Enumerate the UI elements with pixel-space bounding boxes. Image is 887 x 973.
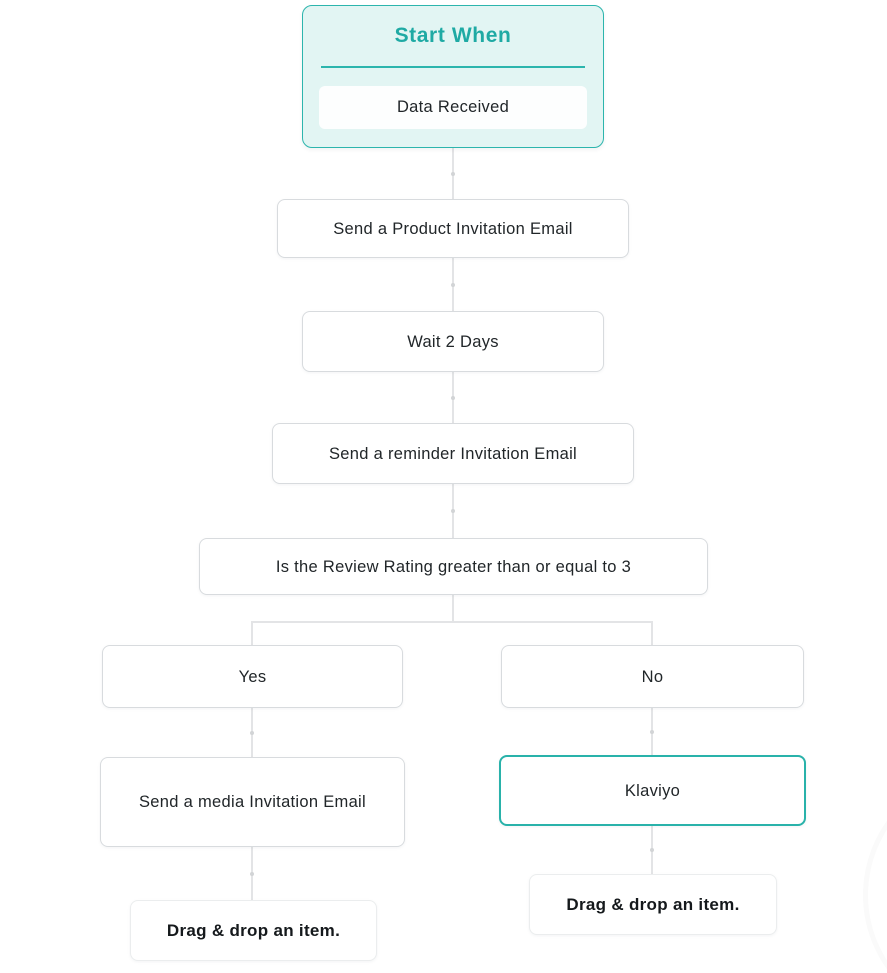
connector-media-placeholder: [250, 847, 254, 900]
connector-yes-media: [250, 708, 254, 757]
branch-yes-node[interactable]: Yes: [102, 645, 403, 708]
node-send-product-invitation-email[interactable]: Send a Product Invitation Email: [277, 199, 629, 258]
connector-branch-no-drop: [651, 622, 653, 645]
connector-branch-bar: [251, 621, 653, 623]
branch-no-node[interactable]: No: [501, 645, 804, 708]
node-send-media-invitation-email[interactable]: Send a media Invitation Email: [100, 757, 405, 847]
drop-target-no-branch[interactable]: Drag & drop an item.: [529, 874, 777, 935]
node-send-reminder-invitation-email[interactable]: Send a reminder Invitation Email: [272, 423, 634, 484]
node-klaviyo-selected[interactable]: Klaviyo: [499, 755, 806, 826]
start-when-title: Start When: [394, 24, 512, 47]
connector-branch-yes-drop: [251, 622, 253, 645]
connector-klaviyo-placeholder: [650, 826, 654, 874]
connector-step1-step2: [451, 258, 455, 311]
connector-no-klaviyo: [650, 708, 654, 755]
drop-target-yes-branch[interactable]: Drag & drop an item.: [130, 900, 377, 961]
connector-step3-condition: [451, 484, 455, 538]
start-when-node[interactable]: Start When Data Received: [302, 5, 604, 148]
start-divider: [321, 66, 585, 68]
edge-arc-decoration: [863, 768, 887, 973]
node-wait-2-days[interactable]: Wait 2 Days: [302, 311, 604, 372]
connector-step2-step3: [451, 372, 455, 423]
connector-condition-stem: [452, 595, 454, 622]
trigger-data-received[interactable]: Data Received: [319, 86, 587, 129]
node-review-rating-condition[interactable]: Is the Review Rating greater than or equ…: [199, 538, 708, 595]
connector-start-step1: [451, 148, 455, 199]
